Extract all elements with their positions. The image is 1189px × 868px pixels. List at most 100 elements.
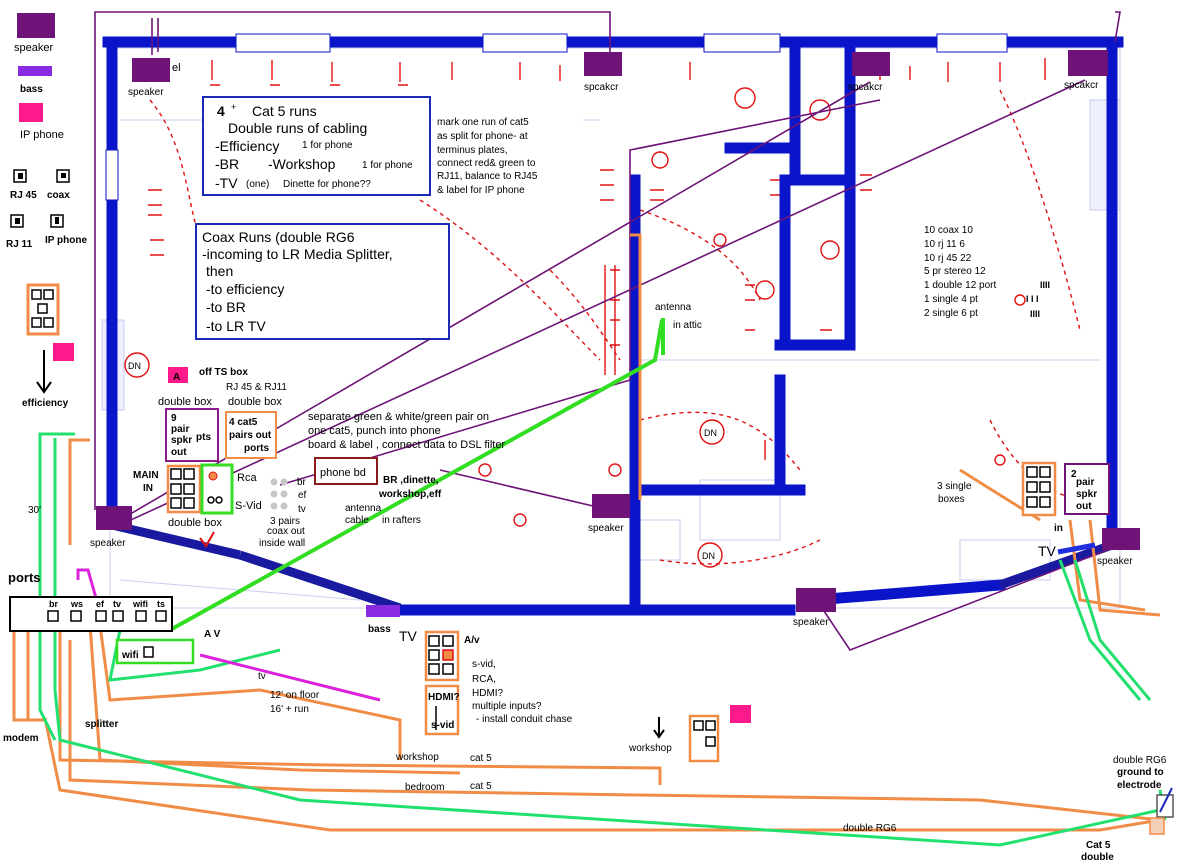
in-rafters: in rafters [382,515,421,526]
diagram-text: 4 cat5 [229,417,258,428]
attic-label: in attic [673,320,702,331]
modem-label: modem [3,733,39,744]
hdmi-q: HDMI? [472,688,504,699]
workshop-run: workshop [395,752,439,763]
av-plate [200,463,234,515]
speaker-top-3 [1068,50,1108,76]
diagram-text: as split for phone- at [437,131,528,142]
diagram-text: spcakcr [1064,80,1099,91]
speaker-top-1 [584,52,622,76]
antenna-cable [169,319,664,632]
ip-phone-jack-icon [50,214,64,228]
three-pairs: 3 pairs [270,516,300,527]
diagram-text: -BR [215,156,239,172]
double-box-2: double box [228,396,282,408]
diagram-text: speaker [793,617,829,628]
diagram-text: HDMI? [428,692,460,703]
parts-count: 10 coax 10 10 rj 11 6 10 rj 45 22 5 pr s… [924,225,1050,319]
rj45-icon [13,169,27,183]
diagram-text: -TV [215,175,238,191]
svid-2: s-vid, [472,659,496,670]
diagram-text: spkr [171,435,192,446]
diagram-text: & label for IP phone [437,185,525,196]
av-runs [76,568,381,702]
diagram-text: 9 [171,413,177,424]
right-plate [1021,461,1057,517]
diagram-text: spcakcr [848,82,883,93]
phone-board: phone bd [314,457,378,485]
double-box-1: double box [158,396,212,408]
spkr-pts-box: 9 pair spkr pts out [165,408,219,462]
diagram-text: -to efficiency [206,281,284,297]
diagram-text: pairs out [229,430,272,441]
diagram-text: ef [96,599,105,609]
bass-label: bass [368,624,391,635]
ports-panel: br ws ef tv wifi ts [9,596,173,632]
diagram-text: A [173,372,180,383]
diagram-text: speaker [588,523,624,534]
tv-right-mount [1057,542,1096,555]
diagram-text: IIII [1030,309,1040,319]
diagram-text: br [49,599,58,609]
tv-right: TV [1038,543,1057,559]
ground-1: double RG6 [1113,755,1167,766]
electrical-symbols [124,58,1111,568]
diagram-text: then [206,263,233,279]
diagram-text: Double runs of cabling [228,120,367,136]
bass-legend-icon [18,66,52,76]
legend-bass: bass [20,84,43,95]
diagram-text: + [231,102,236,112]
rj11-icon [10,214,24,228]
cat5-runs [12,233,1161,832]
diagram-text: phone bd [320,467,366,479]
double-rg6: double RG6 [843,823,897,834]
diagram-text: 4 [217,103,225,119]
diagram-text: spkr [1076,489,1097,500]
diagram-text: IIII [1040,280,1050,290]
diagram-text: tv [113,599,121,609]
svid-label: S-Vid [235,500,262,512]
tv-run-label: tv [258,671,266,682]
speaker-top-2 [852,52,890,76]
tv-big: TV [399,628,418,644]
br-dinette-1: BR ,dinette, [383,475,439,486]
diagram-text: pair [1076,477,1094,488]
three-single-1: 3 single [937,481,972,492]
coax-out-dots [270,478,288,510]
diagram-text: speaker [90,538,126,549]
ground-electrode [1149,787,1174,835]
coax-tv: tv [298,504,306,515]
diagram-text: speaker [1097,556,1133,567]
diagram-text: terminus plates, [437,145,508,156]
separate-2: one cat5, punch into phone [308,425,441,437]
workshop-plate [688,714,720,763]
main-plate [166,464,202,514]
cat5-double-2: double [1081,852,1114,863]
diagram-text: 10 rj 11 6 [924,239,965,250]
legend-rj11: RJ 11 [6,239,33,250]
cat5-a: cat 5 [470,753,492,764]
wall-openings [105,33,1008,201]
ip-phone-efficiency [53,343,74,361]
ip-phone-workshop [730,705,751,723]
legend-speaker: speaker [14,42,53,54]
multi-inputs: multiple inputs? [472,701,542,712]
main-in-2: IN [143,483,153,494]
hdmi-box: HDMI? s-vid [424,684,460,736]
diagram-text: ws [70,599,83,609]
diagram-text: RJ11, balance to RJ45 [437,171,538,182]
antenna-label: antenna [655,302,692,313]
diagram-text: ts [157,599,165,609]
down-arrow-efficiency [36,350,52,394]
diagram-text: 1 single 4 pt [924,294,978,305]
diagram-text: (one) [246,179,269,190]
diagram-text: -to LR TV [206,318,266,334]
main-in-1: MAIN [133,470,159,481]
av-label-1: A V [204,629,221,640]
rj-label: RJ 45 & RJ11 [226,382,287,393]
phone-split-note: mark one run of cat5 as split for phone-… [433,114,583,198]
tv-plate [424,630,460,682]
diagram-text: wifi [121,650,139,661]
bass-speaker [366,605,400,617]
three-single-2: boxes [938,494,965,505]
